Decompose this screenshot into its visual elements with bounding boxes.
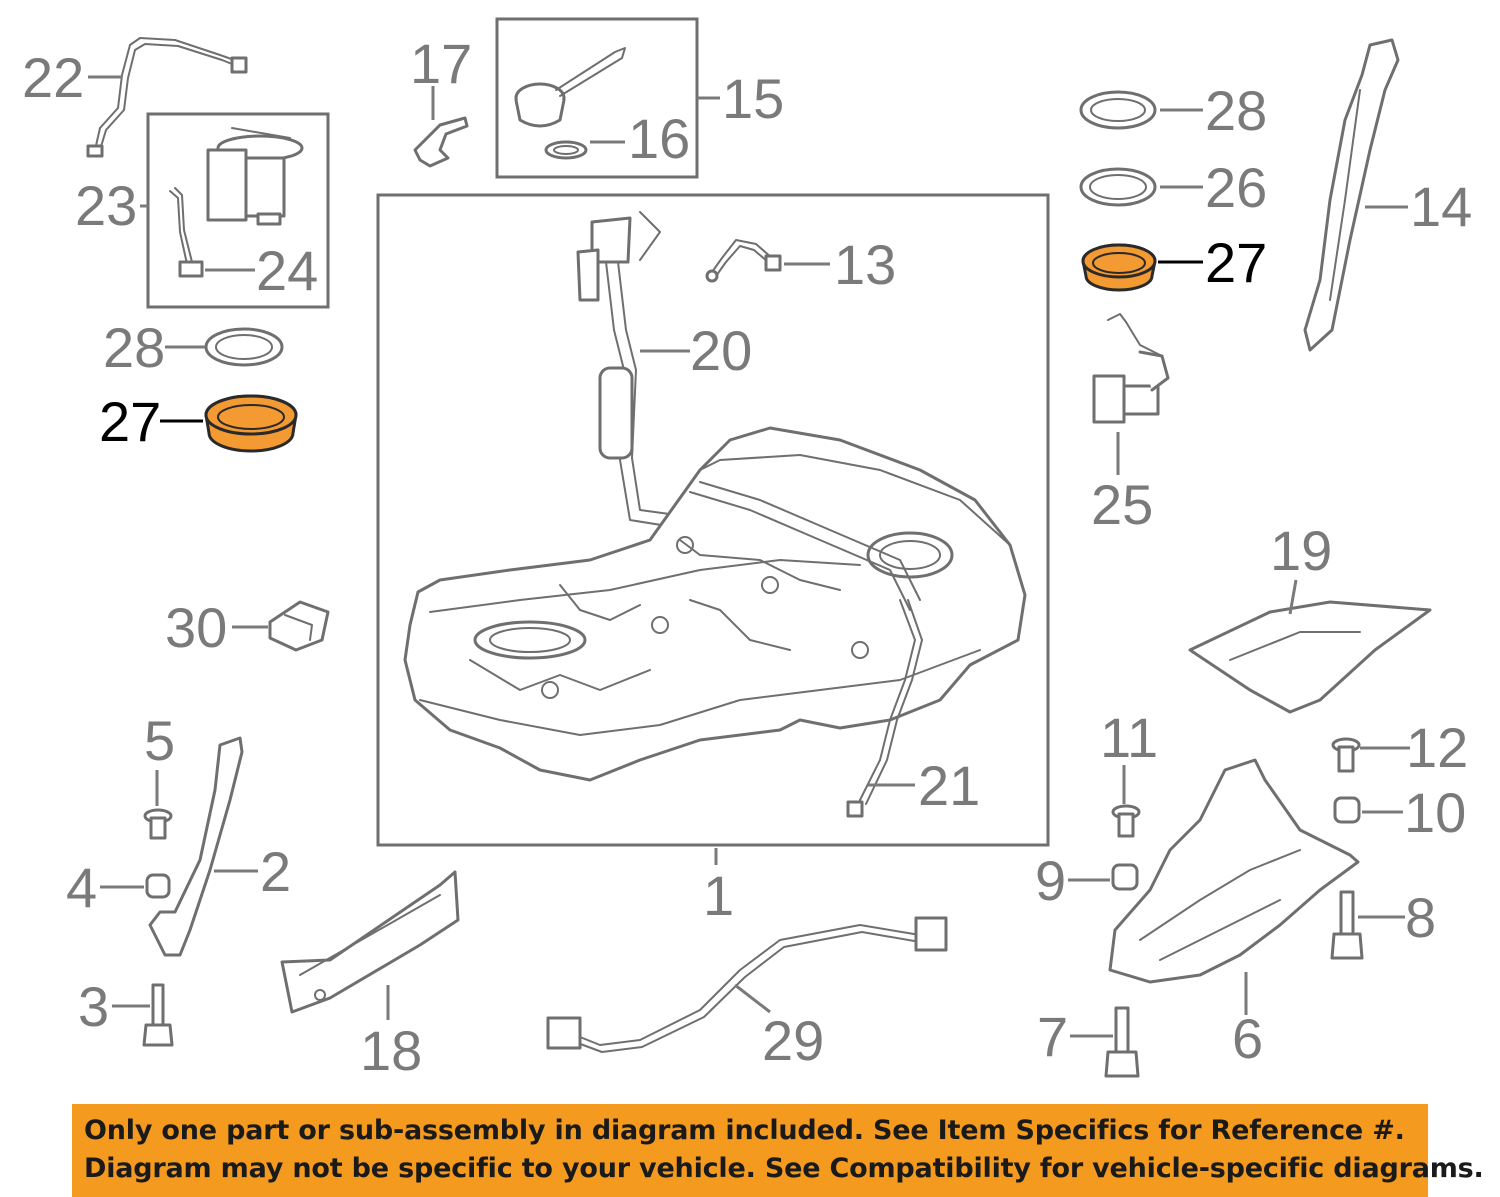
callout-11: 11 — [1100, 706, 1158, 769]
part-15-filler-cap — [514, 47, 626, 128]
part-10-grommet — [1333, 796, 1361, 824]
callout-23: 23 — [75, 174, 137, 237]
fuel-tank-frame — [376, 193, 1050, 847]
part-18-bracket — [280, 870, 460, 1014]
part-21-fuel-line — [846, 599, 923, 818]
leader-lines — [88, 75, 1410, 1038]
callout-30: 30 — [165, 596, 227, 659]
callout-26: 26 — [1205, 156, 1267, 219]
callout-21: 21 — [918, 754, 980, 817]
callout-22: 22 — [22, 46, 84, 109]
callout-28-left: 28 — [103, 316, 165, 379]
part-11-bolt — [1111, 804, 1141, 838]
callout-9: 9 — [1035, 849, 1066, 912]
part-9-grommet — [1111, 863, 1139, 891]
callout-13: 13 — [834, 233, 896, 296]
callout-6: 6 — [1232, 1007, 1263, 1070]
callout-20: 20 — [690, 319, 752, 382]
callout-25: 25 — [1091, 473, 1153, 536]
disclaimer-line-1: Only one part or sub-assembly in diagram… — [84, 1115, 1405, 1146]
callout-1: 1 — [703, 864, 734, 927]
callout-15: 15 — [722, 67, 784, 130]
callout-16: 16 — [628, 107, 690, 170]
part-3-bolt — [142, 983, 174, 1047]
callout-28-right: 28 — [1205, 79, 1267, 142]
part-30-module — [268, 600, 330, 652]
callout-24: 24 — [256, 239, 318, 302]
part-23-fuel-pump — [206, 127, 304, 226]
part-17-clip — [413, 116, 469, 168]
callout-27-left: 27 — [99, 390, 161, 453]
part-25-level-sender — [1092, 313, 1170, 424]
callout-17: 17 — [410, 32, 472, 95]
part-24-pump-wire — [169, 187, 204, 278]
callout-18: 18 — [360, 1019, 422, 1082]
disclaimer-line-2: Diagram may not be specific to your vehi… — [84, 1153, 1484, 1184]
callout-14: 14 — [1410, 175, 1472, 238]
part-16-cap-seal — [544, 140, 588, 160]
part-19-heat-shield — [1188, 600, 1432, 714]
part-14-strap — [1303, 38, 1400, 352]
callout-19: 19 — [1270, 519, 1332, 582]
part-13-vent-line — [705, 239, 782, 283]
callout-12: 12 — [1406, 716, 1468, 779]
callout-3: 3 — [78, 975, 109, 1038]
part-4-grommet — [145, 873, 171, 899]
part-5-bolt — [143, 808, 173, 840]
part-27-seal-right-highlighted — [1081, 243, 1157, 292]
callout-4: 4 — [66, 856, 97, 919]
part-28-lock-ring-left — [204, 327, 284, 367]
part-7-bolt — [1104, 1006, 1140, 1078]
part-29-wire-harness — [546, 916, 948, 1053]
part-28-lock-ring-right — [1079, 90, 1157, 130]
disclaimer-banner: Only one part or sub-assembly in diagram… — [72, 1104, 1484, 1197]
part-8-bolt — [1330, 890, 1364, 960]
callout-7: 7 — [1037, 1005, 1068, 1068]
part-27-seal-left-highlighted — [204, 394, 298, 453]
part-12-bolt — [1331, 737, 1361, 773]
callout-29: 29 — [762, 1009, 824, 1072]
callout-5: 5 — [144, 709, 175, 772]
callout-8: 8 — [1405, 886, 1436, 949]
callout-27-right: 27 — [1205, 231, 1267, 294]
part-22-fuel-line — [86, 37, 248, 158]
callout-2: 2 — [260, 840, 291, 903]
part-1-fuel-tank — [403, 426, 1027, 782]
callout-10: 10 — [1404, 781, 1466, 844]
fuel-pump-frame — [146, 112, 330, 309]
part-2-strap — [148, 736, 244, 957]
part-26-seal-right — [1079, 167, 1157, 207]
part-6-shield — [1108, 758, 1360, 984]
